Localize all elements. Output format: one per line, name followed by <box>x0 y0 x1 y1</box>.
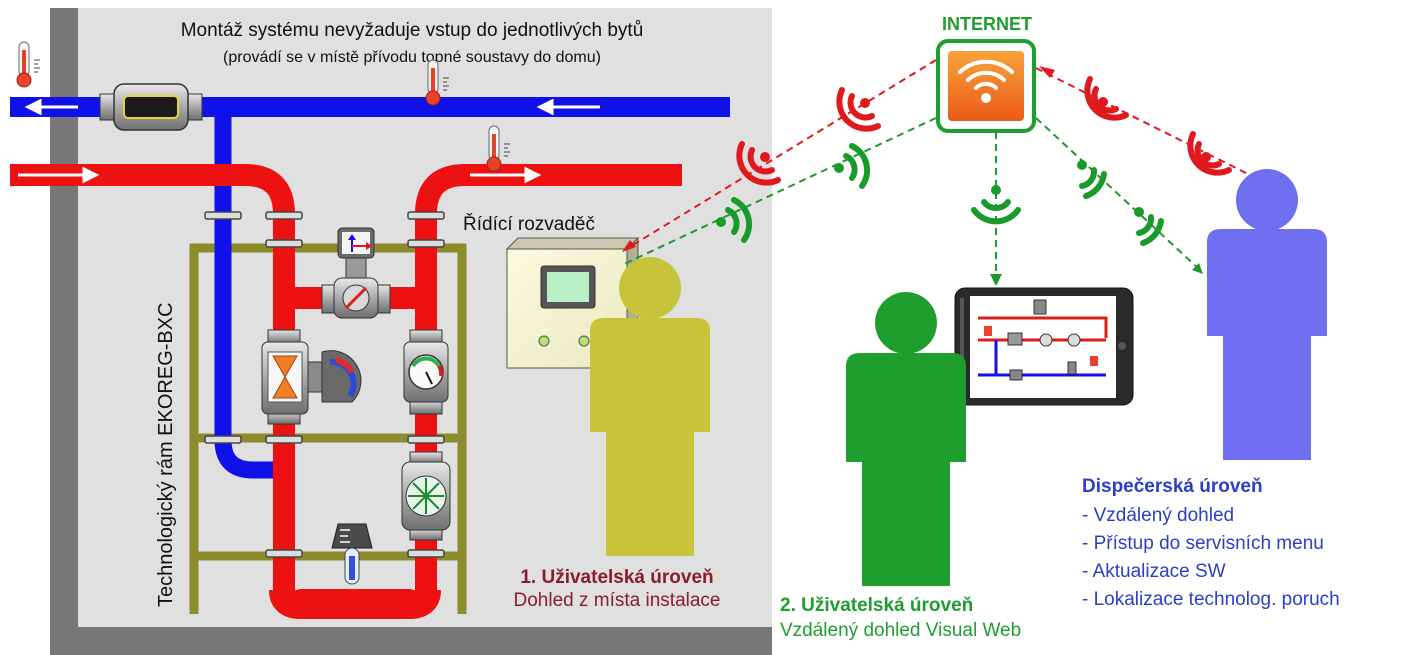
installation-note-line1: Montáž systému nevyžaduje vstup do jedno… <box>181 20 644 41</box>
flow-arrows <box>18 98 600 184</box>
user1-level-subtitle: Dohled z místa instalace <box>514 590 721 611</box>
wall-bottom <box>50 627 772 655</box>
indicator-light <box>538 335 550 347</box>
user2-level-subtitle: Vzdálený dohled Visual Web <box>780 620 1021 641</box>
thermometer-icon <box>486 125 510 172</box>
internet-wifi-icon <box>936 39 1036 133</box>
control-valve-icon <box>321 227 391 319</box>
signal-green-icon <box>716 143 1164 246</box>
user2-figure <box>846 292 966 586</box>
cabinet-label: Řídící rozvaděč <box>463 213 595 235</box>
signal-arrowheads <box>622 66 1203 286</box>
immersion-sensor-icon <box>331 523 373 585</box>
pressure-gauge-icon <box>403 329 449 415</box>
dispatcher-item: - Vzdálený dohled <box>1082 505 1234 526</box>
frame-label: Technologický rám EKOREG-BXC <box>155 302 177 607</box>
signal-lines <box>621 59 1257 276</box>
thermometer-icon <box>16 41 40 88</box>
user1-level-title: 1. Uživatelská úroveň <box>520 567 713 588</box>
pipe-flanges <box>204 211 445 558</box>
dispatcher-item: - Přístup do servisních menu <box>1082 533 1324 554</box>
indicator-light <box>578 335 590 347</box>
user2-level-title: 2. Uživatelská úroveň <box>780 595 973 616</box>
thermometer-icon <box>425 59 449 106</box>
dispatcher-item: - Lokalizace technolog. poruch <box>1082 589 1340 610</box>
internet-label: INTERNET <box>942 14 1032 34</box>
dispatcher-level-title: Dispečerská úroveň <box>1082 476 1263 497</box>
flow-meter-icon <box>261 329 362 425</box>
user1-figure <box>590 257 710 556</box>
tablet-visual-web <box>954 287 1134 406</box>
dispatcher-item: - Aktualizace SW <box>1082 561 1226 582</box>
dispatcher-figure <box>1207 169 1327 460</box>
signal-red-icon <box>736 76 1232 186</box>
heat-meter-icon <box>99 83 203 131</box>
circulation-pump-icon <box>401 451 451 541</box>
installation-note-line2: (provádí se v místě přívodu topné sousta… <box>223 49 601 66</box>
